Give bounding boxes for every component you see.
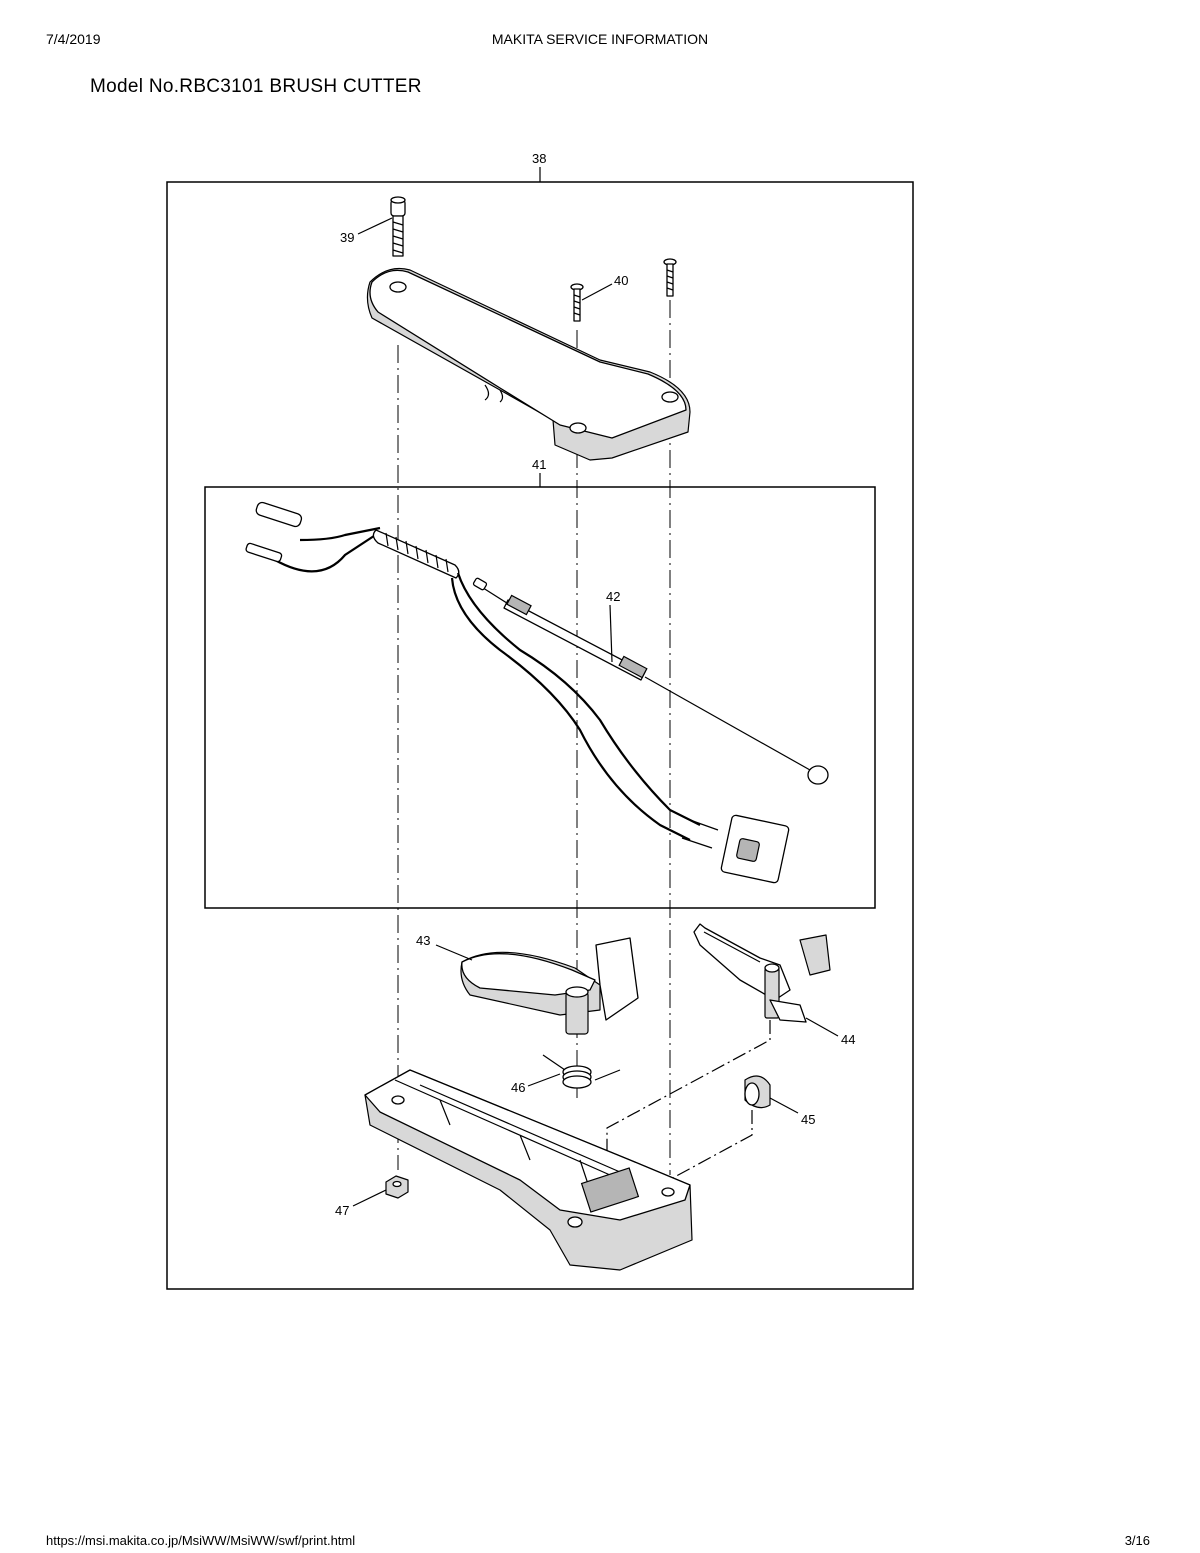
handle-cover-38 xyxy=(366,267,691,461)
callout-47: 47 xyxy=(335,1203,349,1218)
model-title: Model No.RBC3101 BRUSH CUTTER xyxy=(90,76,422,97)
cap-screw-39 xyxy=(390,196,406,257)
callout-leaders xyxy=(352,217,839,1207)
callout-46: 46 xyxy=(511,1080,525,1095)
tapping-screw-40b xyxy=(663,258,677,297)
tapping-screw-40 xyxy=(570,283,584,322)
torsion-spring-46 xyxy=(542,1054,621,1089)
callout-44: 44 xyxy=(841,1032,855,1047)
wire-harness-41 xyxy=(245,501,790,884)
page-number: 3/16 xyxy=(1124,1533,1150,1548)
callout-41: 41 xyxy=(532,457,546,472)
throttle-cable-42 xyxy=(472,577,829,785)
hex-nut-47 xyxy=(385,1175,409,1199)
lock-lever-44 xyxy=(693,923,831,1023)
footer-url: https://msi.makita.co.jp/MsiWW/MsiWW/swf… xyxy=(46,1533,356,1548)
lower-housing xyxy=(364,1069,693,1271)
callout-42: 42 xyxy=(606,589,620,604)
callout-43: 43 xyxy=(416,933,430,948)
callout-38: 38 xyxy=(532,151,546,166)
callout-39: 39 xyxy=(340,230,354,245)
grommet-45 xyxy=(744,1075,771,1109)
throttle-trigger-43 xyxy=(460,937,639,1035)
callout-40: 40 xyxy=(614,273,628,288)
callout-45: 45 xyxy=(801,1112,815,1127)
print-date: 7/4/2019 xyxy=(46,31,101,47)
header-title: MAKITA SERVICE INFORMATION xyxy=(491,31,709,47)
